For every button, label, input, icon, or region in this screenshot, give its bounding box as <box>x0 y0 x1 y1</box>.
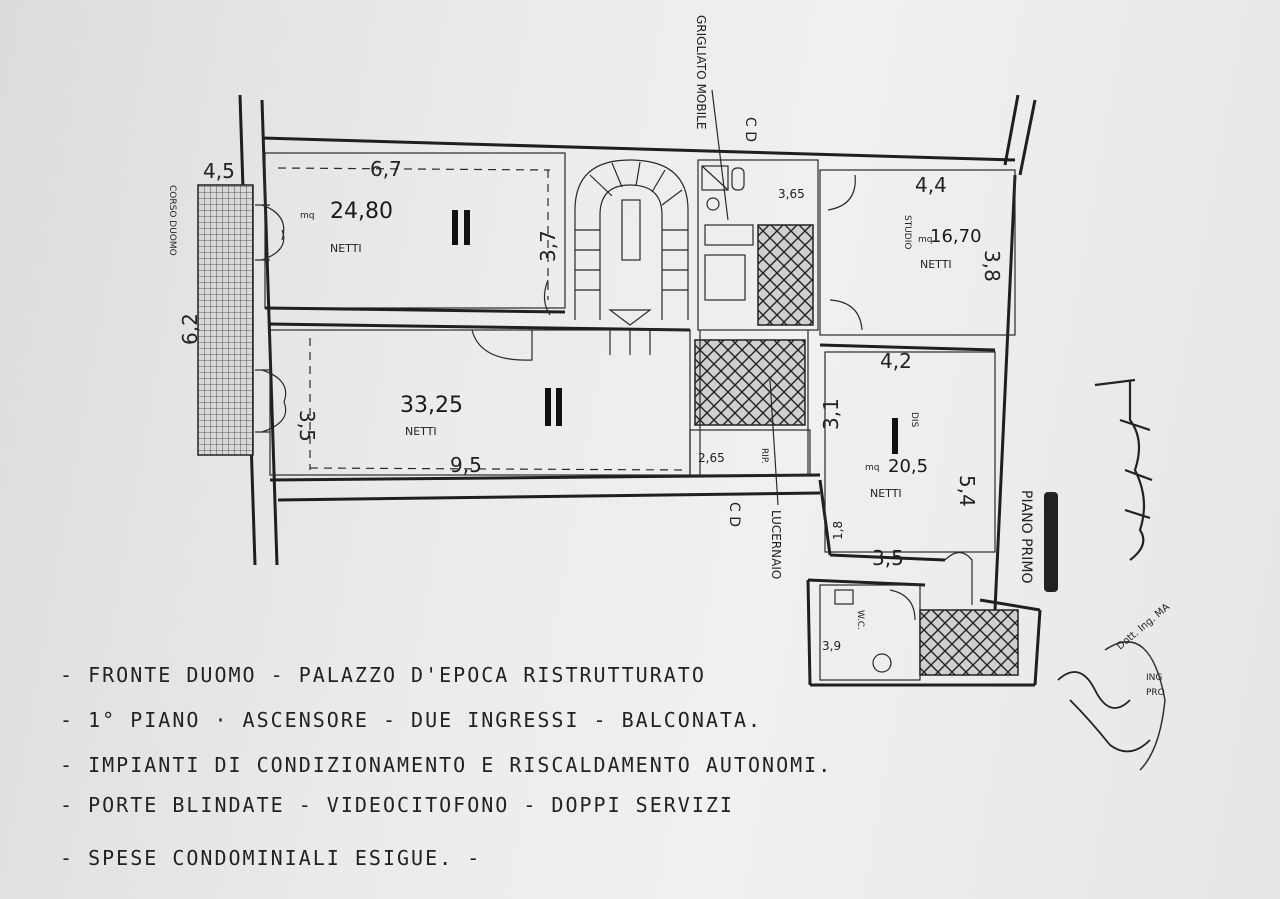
engineer-stamp: Dott. Ing. MA ING PRO <box>1057 602 1172 771</box>
room1-netti: NETTI <box>330 242 362 255</box>
redaction-mark <box>1044 492 1058 592</box>
room-dis <box>824 351 996 553</box>
studio-area: 16,70 <box>930 226 982 247</box>
room2-netti: NETTI <box>405 425 437 438</box>
dimension-3-9: 3,9 <box>822 639 841 653</box>
room1-mq: mq <box>300 211 314 221</box>
services-core <box>689 159 819 476</box>
entrance-lattice <box>919 609 1019 676</box>
dimension-4-5: 4,5 <box>203 159 235 183</box>
dis-netti: NETTI <box>870 487 902 500</box>
dimension-4-4: 4,4 <box>915 173 947 197</box>
room-living-2 <box>269 329 691 476</box>
grigliato-label: GRIGLIATO MOBILE <box>694 15 708 129</box>
dimension-6-7: 6,7 <box>370 157 402 181</box>
dimension-3-8: 3,8 <box>980 250 1004 282</box>
piano-primo-label: PIANO PRIMO <box>1018 490 1034 584</box>
dimension-3-1: 3,1 <box>819 398 843 430</box>
stamp-line-2: ING <box>1146 673 1162 683</box>
room1-radiator-icon <box>452 210 458 245</box>
entrance-door <box>944 551 973 605</box>
room-studio <box>819 169 1016 352</box>
dimension-9-5: 9,5 <box>450 453 482 477</box>
note-4: - PORTE BLINDATE - VIDEOCITOFONO - DOPPI… <box>60 793 734 817</box>
signature-mark <box>1094 378 1153 561</box>
cd-label-top: C D <box>742 117 758 142</box>
dimension-3-7: 3,7 <box>536 230 560 262</box>
notes-block: - FRONTE DUOMO - PALAZZO D'EPOCA RISTRUT… <box>60 663 832 870</box>
dis-mq: mq <box>865 463 879 473</box>
grigliato-leader-line <box>711 89 729 221</box>
balcony-door-top <box>255 204 285 261</box>
studio-netti: NETTI <box>920 258 952 271</box>
dis-radiator-icon <box>892 418 898 454</box>
dimension-4-2: 4,2 <box>880 349 912 373</box>
room1-area: 24,80 <box>330 199 393 224</box>
dimension-2-65: 2,65 <box>698 451 725 465</box>
room-living-1 <box>264 152 691 332</box>
door-room-2 <box>471 329 533 361</box>
dimension-5-4: 5,4 <box>955 475 979 507</box>
dimension-3-65: 3,65 <box>778 187 805 201</box>
dimension-3-5-left: 3,5 <box>295 410 319 442</box>
room2-area: 33,25 <box>400 393 463 418</box>
rip-label: RIP. <box>759 448 769 464</box>
balcony-door-bottom <box>255 369 287 433</box>
note-2: - 1° PIANO · ASCENSORE - DUE INGRESSI - … <box>60 708 762 732</box>
room-wc <box>819 584 921 681</box>
cd-label-bottom: C D <box>726 502 742 527</box>
stamp-line-1: Dott. Ing. MA <box>1115 602 1172 653</box>
room2-radiator-icon <box>545 388 551 426</box>
staircase <box>574 159 689 355</box>
room2-radiator-icon-2 <box>556 388 562 426</box>
dis-label: DIS <box>909 412 919 428</box>
dimension-1-8: 1,8 <box>831 521 845 540</box>
stamp-line-3: PRO <box>1146 688 1165 698</box>
lucernaio-label: LUCERNAIO <box>769 510 783 579</box>
note-3: - IMPIANTI DI CONDIZIONAMENTO E RISCALDA… <box>60 753 832 777</box>
door-room-1 <box>543 279 551 316</box>
studio-label: STUDIO <box>902 215 912 249</box>
dimension-6-2: 6,2 <box>178 313 202 345</box>
lucernaio-leader-line <box>769 379 779 506</box>
studio-mq: mq <box>918 235 932 245</box>
dimension-3-5-bottom: 3,5 <box>872 546 904 570</box>
note-5: - SPESE CONDOMINIALI ESIGUE. - <box>60 846 481 870</box>
dis-area: 20,5 <box>888 456 928 477</box>
room1-radiator-icon-2 <box>464 210 470 245</box>
balcony <box>197 184 254 456</box>
corso-duomo-label: CORSO DUOMO <box>167 185 177 256</box>
wc-label: W.C. <box>855 610 865 630</box>
note-1: - FRONTE DUOMO - PALAZZO D'EPOCA RISTRUT… <box>60 663 706 687</box>
